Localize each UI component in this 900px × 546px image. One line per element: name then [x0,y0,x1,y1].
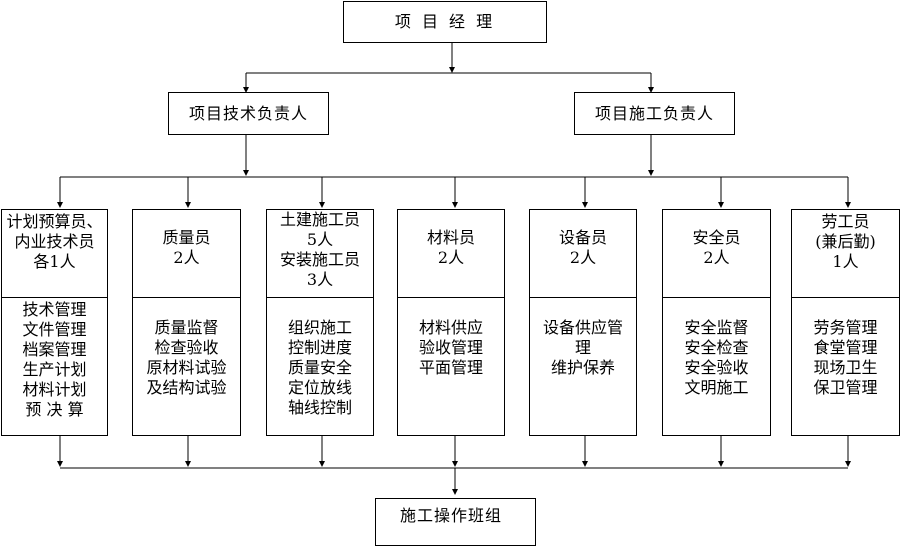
role-duty-line: 保卫管理 [813,378,878,397]
project-manager-box: 项 目 经 理 [343,1,547,43]
role-duty-line: 安全监督 [684,318,749,337]
role-duty-line: 理 [574,338,591,357]
construction-team-label: 施工操作班组 [400,506,503,525]
role-duty-line: 控制进度 [287,338,352,357]
role-duty-line: 定位放线 [287,378,352,397]
role-header-line: 各1人 [33,252,76,271]
role-header-line: 2人 [569,248,597,267]
role-header-line: 计划预算员、 [6,212,103,231]
role-header-line: 1人 [832,252,859,271]
role-header-line: 设备员 [558,228,607,247]
role-duty-line: 预 决 算 [25,400,84,419]
role-duty-line: 平面管理 [418,358,483,377]
role-header-line: 材料员 [426,228,475,247]
role-duty-line: 验收管理 [418,338,483,357]
role-duty-line: 检查验收 [154,338,219,357]
role-duty-line: 设备供应管 [542,318,623,337]
role-header-line: 质量员 [162,228,211,247]
construction-team-box: 施工操作班组 [375,498,536,546]
role-duty-line: 档案管理 [22,340,87,359]
role-header-line: 安全员 [692,228,741,247]
role-duties: 组织施工控制进度质量安全定位放线轴线控制 [267,298,373,435]
role-header-line: 3人 [306,270,334,289]
role-header-line: 5人 [306,230,334,249]
role-duties: 材料供应验收管理平面管理 [398,298,504,435]
role-box: 计划预算员、内业技术员各1人技术管理文件管理档案管理生产计划材料计划预 决 算 [1,209,108,436]
construction-lead-box: 项目施工负责人 [574,92,735,135]
role-duty-line: 文明施工 [684,378,749,397]
role-duties: 质量监督检查验收原材料试验及结构试验 [133,298,240,435]
role-duty-line: 生产计划 [22,360,87,379]
role-duty-line: 文件管理 [22,320,87,339]
role-header-line: 2人 [703,248,730,267]
role-duty-line: 质量监督 [154,318,219,337]
role-duty-line: 安全验收 [684,358,749,377]
role-duty-line: 组织施工 [287,318,352,337]
project-manager-label: 项 目 经 理 [394,12,496,31]
role-duties: 设备供应管理维护保养 [530,298,636,435]
construction-lead-label: 项目施工负责人 [594,103,714,123]
role-header-line: 土建施工员 [279,210,360,229]
role-duties: 技术管理文件管理档案管理生产计划材料计划预 决 算 [2,298,107,435]
role-header-line: 2人 [173,248,200,267]
tech-lead-box: 项目技术负责人 [168,92,329,135]
role-header: 劳工员(兼后勤)1人 [792,210,899,298]
role-duty-line: 材料计划 [22,380,87,399]
role-duty-line: 轴线控制 [287,398,352,417]
role-header-line: 安装施工员 [279,250,360,269]
role-duty-line: 劳务管理 [813,318,878,337]
role-header: 计划预算员、内业技术员各1人 [2,210,107,298]
role-header-line: 2人 [437,248,465,267]
role-duty-line: 原材料试验 [146,358,227,377]
role-duty-line: 材料供应 [418,318,483,337]
role-duty-line: 现场卫生 [813,358,878,377]
role-duty-line: 维护保养 [550,358,615,377]
role-header-line: 劳工员 [821,212,870,231]
role-duty-line: 技术管理 [22,300,87,319]
role-duty-line: 食堂管理 [813,338,878,357]
role-duties: 劳务管理食堂管理现场卫生保卫管理 [792,298,899,435]
role-duty-line: 安全检查 [684,338,749,357]
role-duties: 安全监督安全检查安全验收文明施工 [663,298,770,435]
role-box: 劳工员(兼后勤)1人劳务管理食堂管理现场卫生保卫管理 [791,209,900,436]
role-duty-line: 质量安全 [287,358,352,377]
tech-lead-label: 项目技术负责人 [188,103,308,123]
role-header-line: (兼后勤) [815,232,876,251]
role-header-line: 内业技术员 [14,232,95,251]
role-duty-line: 及结构试验 [146,378,227,397]
